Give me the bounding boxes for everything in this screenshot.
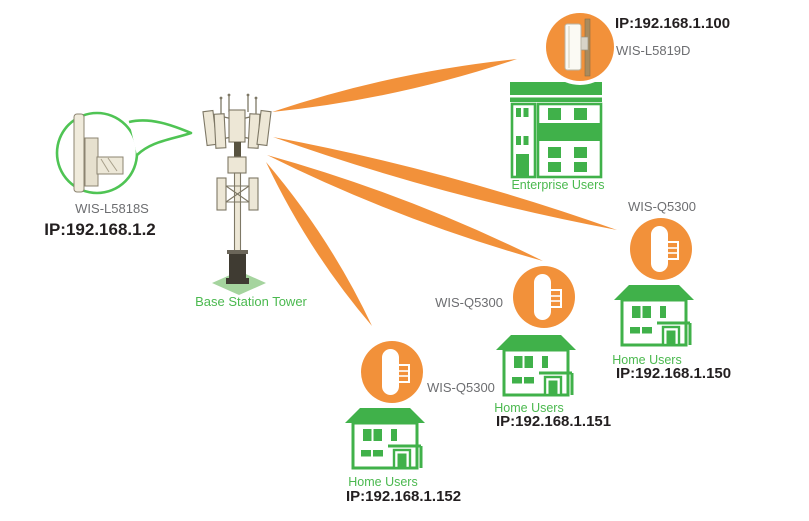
home-bottom-ip-label: IP:192.168.1.152 bbox=[346, 488, 462, 505]
cpe-antenna-icon bbox=[360, 340, 424, 404]
house-icon bbox=[494, 333, 578, 397]
signal-beam-home-bottom bbox=[266, 162, 372, 326]
base-station-ip-label: IP:192.168.1.2 bbox=[44, 220, 156, 239]
home-right-ip-label: IP:192.168.1.150 bbox=[616, 365, 732, 382]
base-station-callout bbox=[55, 111, 193, 195]
signal-beam-home-middle bbox=[267, 155, 543, 261]
enterprise-ip-label: IP:192.168.1.100 bbox=[615, 15, 731, 32]
signal-beam-enterprise bbox=[272, 59, 517, 112]
home-bottom-model-label: WIS-Q5300 bbox=[427, 380, 495, 395]
signal-beams bbox=[266, 59, 617, 326]
enterprise-model-label: WIS-L5819D bbox=[616, 43, 691, 58]
enterprise-users-label: Enterprise Users bbox=[511, 178, 605, 192]
home-node-middle-graphic bbox=[494, 262, 579, 397]
home-middle-users-label: Home Users bbox=[494, 401, 564, 415]
home-right-model-label: WIS-Q5300 bbox=[628, 199, 696, 214]
panel-antenna-side-icon bbox=[73, 113, 124, 193]
cpe-antenna-icon bbox=[512, 265, 576, 329]
cell-tower-icon bbox=[202, 93, 272, 295]
home-right-users-label: Home Users bbox=[612, 353, 682, 367]
panel-antenna-on-pole-icon bbox=[545, 12, 615, 82]
office-building-icon bbox=[508, 80, 604, 179]
cpe-antenna-icon bbox=[629, 217, 693, 281]
home-bottom-users-label: Home Users bbox=[348, 475, 418, 489]
base-station-model-label: WIS-L5818S bbox=[75, 201, 149, 216]
home-middle-model-label: WIS-Q5300 bbox=[435, 295, 503, 310]
base-station-tower-label: Base Station Tower bbox=[195, 294, 307, 309]
callout-pointer bbox=[128, 119, 193, 156]
signal-beam-home-right bbox=[273, 137, 617, 230]
enterprise-node-graphic bbox=[508, 9, 618, 179]
house-icon bbox=[343, 406, 427, 470]
home-node-bottom-graphic bbox=[343, 337, 427, 470]
home-middle-ip-label: IP:192.168.1.151 bbox=[496, 413, 612, 430]
home-node-right-graphic bbox=[612, 214, 696, 347]
house-icon bbox=[612, 283, 696, 347]
